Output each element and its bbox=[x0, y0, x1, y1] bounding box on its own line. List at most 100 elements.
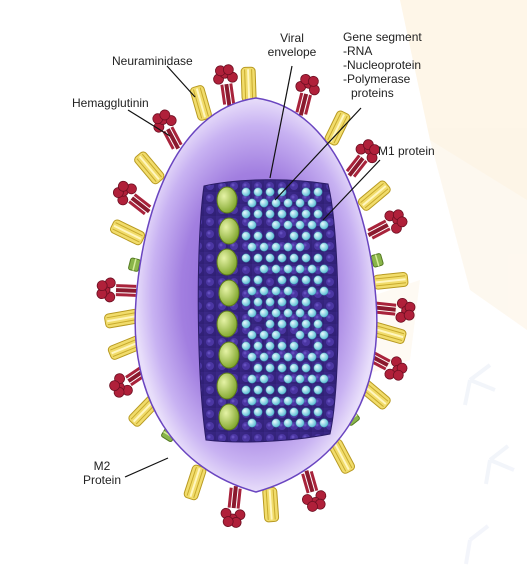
rna-bead bbox=[313, 275, 323, 285]
rna-bead bbox=[313, 231, 323, 241]
rna-bead bbox=[289, 231, 299, 241]
neuraminidase-spike-icon bbox=[220, 485, 246, 528]
label-viral-envelope-line2: envelope bbox=[267, 45, 317, 59]
rna-bead bbox=[247, 242, 257, 252]
rna-bead bbox=[277, 319, 287, 329]
rna-bead bbox=[247, 220, 257, 230]
hemagglutinin-spike-icon bbox=[370, 322, 407, 344]
rna-bead bbox=[319, 418, 329, 428]
leader-neuraminidase bbox=[166, 65, 196, 98]
rna-bead bbox=[295, 264, 305, 274]
rna-bead bbox=[241, 407, 251, 417]
hemagglutinin-spike-icon bbox=[189, 85, 212, 121]
rna-bead bbox=[295, 308, 305, 318]
rna-bead bbox=[253, 385, 263, 395]
rna-bead bbox=[241, 187, 251, 197]
rna-bead bbox=[295, 352, 305, 362]
rna-bead bbox=[271, 220, 281, 230]
neuraminidase-spike-icon bbox=[345, 139, 381, 178]
rna-bead bbox=[313, 363, 323, 373]
rna-bead bbox=[247, 286, 257, 296]
hemagglutinin-spike-icon bbox=[372, 271, 409, 290]
hemagglutinin-spike-icon bbox=[183, 464, 207, 501]
rna-bead bbox=[289, 253, 299, 263]
label-hemagglutinin: Hemagglutinin bbox=[72, 96, 149, 110]
rna-bead bbox=[313, 385, 323, 395]
rna-bead bbox=[241, 319, 251, 329]
rna-bead bbox=[265, 231, 275, 241]
rna-bead bbox=[319, 308, 329, 318]
rna-bead bbox=[307, 418, 317, 428]
rna-bead bbox=[301, 209, 311, 219]
rna-bead bbox=[283, 308, 293, 318]
rna-bead bbox=[259, 330, 269, 340]
rna-bead bbox=[271, 352, 281, 362]
rna-bead bbox=[277, 253, 287, 263]
rna-bead bbox=[301, 297, 311, 307]
rna-bead bbox=[265, 319, 275, 329]
gene-segment-rna: -RNA bbox=[343, 44, 373, 58]
rna-bead bbox=[271, 418, 281, 428]
rna-bead bbox=[319, 330, 329, 340]
rna-bead bbox=[259, 352, 269, 362]
nucleoprotein-bead bbox=[216, 310, 238, 338]
rna-bead bbox=[307, 286, 317, 296]
rna-bead bbox=[289, 319, 299, 329]
rna-bead bbox=[319, 220, 329, 230]
rna-bead bbox=[259, 198, 269, 208]
nucleoprotein-column bbox=[216, 186, 240, 431]
label-viral-envelope-line1: Viral bbox=[280, 31, 304, 45]
rna-bead bbox=[271, 330, 281, 340]
rna-bead bbox=[271, 264, 281, 274]
rna-bead bbox=[319, 374, 329, 384]
rna-bead bbox=[295, 242, 305, 252]
rna-bead bbox=[253, 231, 263, 241]
rna-bead bbox=[295, 396, 305, 406]
rna-bead bbox=[301, 231, 311, 241]
rna-bead bbox=[265, 385, 275, 395]
rna-bead bbox=[241, 253, 251, 263]
rna-bead bbox=[313, 319, 323, 329]
neuraminidase-spike-icon bbox=[152, 109, 183, 150]
rna-bead bbox=[289, 297, 299, 307]
gene-segment-title: Gene segment bbox=[343, 30, 422, 44]
rna-bead bbox=[283, 220, 293, 230]
leader-lines bbox=[124, 65, 381, 478]
rna-bead bbox=[283, 352, 293, 362]
rna-bead bbox=[301, 275, 311, 285]
rna-bead bbox=[241, 275, 251, 285]
label-neuraminidase: Neuraminidase bbox=[112, 54, 193, 68]
rna-bead bbox=[277, 297, 287, 307]
rna-bead bbox=[265, 187, 275, 197]
label-viral-envelope: Viral envelope bbox=[263, 31, 321, 59]
rna-bead bbox=[247, 396, 257, 406]
nucleoprotein-bead bbox=[218, 279, 240, 307]
rna-bead bbox=[259, 308, 269, 318]
leader-m2-protein bbox=[124, 457, 169, 478]
rna-bead bbox=[265, 297, 275, 307]
rna-bead bbox=[319, 286, 329, 296]
neuraminidase-spike-icon bbox=[301, 470, 327, 512]
nucleoprotein-bead bbox=[218, 403, 240, 431]
rna-bead bbox=[253, 341, 263, 351]
rna-bead bbox=[241, 297, 251, 307]
hemagglutinin-spike-icon bbox=[104, 308, 140, 329]
rna-bead bbox=[253, 253, 263, 263]
rna-bead bbox=[277, 363, 287, 373]
rna-bead bbox=[319, 264, 329, 274]
nucleoprotein-bead bbox=[216, 372, 238, 400]
neuraminidase-spike-icon bbox=[96, 277, 139, 303]
rna-bead bbox=[283, 242, 293, 252]
rna-bead bbox=[307, 374, 317, 384]
rna-bead bbox=[283, 396, 293, 406]
rna-bead bbox=[259, 264, 269, 274]
rna-bead bbox=[283, 264, 293, 274]
rna-bead bbox=[319, 242, 329, 252]
rna-bead bbox=[283, 374, 293, 384]
rna-bead bbox=[241, 385, 251, 395]
rna-bead bbox=[253, 363, 263, 373]
surface-spikes bbox=[96, 64, 416, 528]
rna-bead bbox=[247, 330, 257, 340]
rna-bead bbox=[247, 418, 257, 428]
